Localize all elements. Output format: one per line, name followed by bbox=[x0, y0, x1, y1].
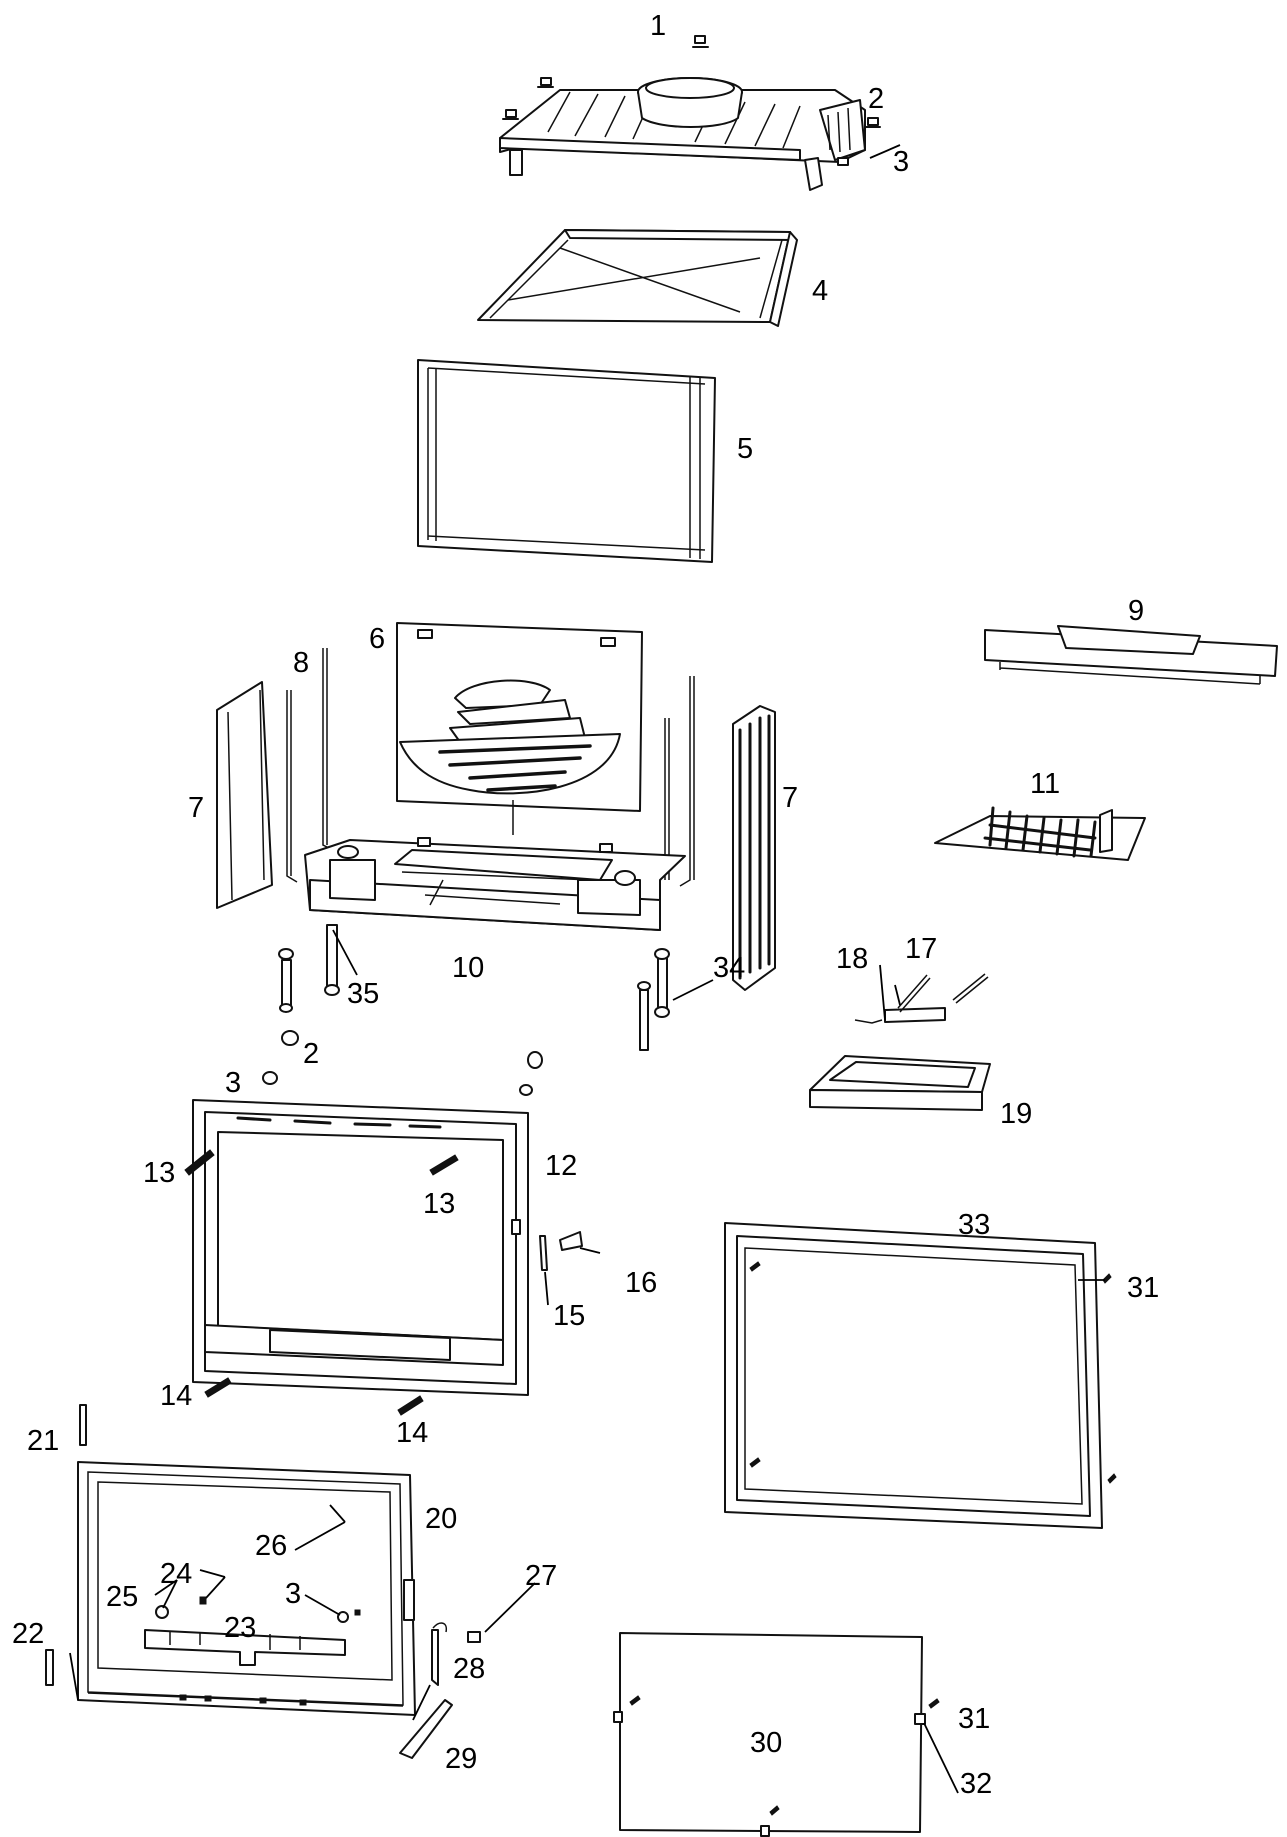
side-panel-left-part bbox=[216, 681, 273, 909]
callout-8: 8 bbox=[293, 647, 309, 679]
callout-2: 2 bbox=[868, 83, 884, 115]
firebox-base-part bbox=[304, 837, 686, 931]
support-rods-part bbox=[286, 648, 695, 887]
callout-32: 32 bbox=[960, 1768, 992, 1800]
callout-20: 20 bbox=[425, 1503, 457, 1535]
callout-11: 11 bbox=[1030, 768, 1060, 800]
callout-13-left: 13 bbox=[143, 1157, 175, 1189]
callout-19: 19 bbox=[1000, 1098, 1032, 1130]
callout-24: 24 bbox=[160, 1558, 192, 1590]
callout-3: 3 bbox=[893, 146, 909, 178]
callout-2-b: 2 bbox=[303, 1038, 319, 1070]
callout-13-center: 13 bbox=[423, 1188, 455, 1220]
door-part bbox=[45, 1404, 416, 1716]
callout-4: 4 bbox=[812, 275, 828, 307]
door-frame-part bbox=[192, 1030, 543, 1396]
latch-part bbox=[539, 1231, 583, 1271]
callout-7-left: 7 bbox=[188, 792, 204, 824]
callout-18: 18 bbox=[836, 943, 868, 975]
callout-30: 30 bbox=[750, 1727, 782, 1759]
top-casting-part bbox=[499, 35, 881, 191]
baffle-plate-part bbox=[477, 229, 798, 327]
callout-10: 10 bbox=[452, 952, 484, 984]
callout-27: 27 bbox=[525, 1560, 557, 1592]
outer-frame-part bbox=[724, 1222, 1117, 1529]
callout-3-c: 3 bbox=[285, 1578, 301, 1610]
callout-26: 26 bbox=[255, 1530, 287, 1562]
leader-lines bbox=[69, 144, 1105, 1794]
callout-15: 15 bbox=[553, 1300, 585, 1332]
callout-31-b: 31 bbox=[958, 1703, 990, 1735]
callout-14-left: 14 bbox=[160, 1380, 192, 1412]
callout-9: 9 bbox=[1128, 595, 1144, 627]
door-handle-part bbox=[399, 1622, 481, 1759]
deflector-bar-part bbox=[984, 625, 1278, 685]
bolt-assembly-right-part bbox=[637, 948, 670, 1051]
back-plate-part bbox=[396, 622, 643, 835]
callout-17: 17 bbox=[905, 933, 937, 965]
callout-35: 35 bbox=[347, 978, 379, 1010]
callout-28: 28 bbox=[453, 1653, 485, 1685]
callout-5: 5 bbox=[737, 433, 753, 465]
callout-14-right: 14 bbox=[396, 1417, 428, 1449]
grate-part bbox=[934, 806, 1146, 861]
bolt-assembly-left-part bbox=[278, 924, 340, 1013]
callout-31-a: 31 bbox=[1127, 1272, 1159, 1304]
door-screws-part bbox=[184, 1149, 459, 1416]
door-glass-part bbox=[613, 1632, 940, 1837]
callout-21: 21 bbox=[27, 1425, 59, 1457]
callout-12: 12 bbox=[545, 1150, 577, 1182]
callout-29: 29 bbox=[445, 1743, 477, 1775]
callout-22: 22 bbox=[12, 1618, 44, 1650]
glass-panel-part bbox=[417, 359, 716, 563]
callout-16: 16 bbox=[625, 1267, 657, 1299]
callout-25: 25 bbox=[106, 1581, 138, 1613]
callout-7-right: 7 bbox=[782, 782, 798, 814]
callout-6: 6 bbox=[369, 623, 385, 655]
callout-1: 1 bbox=[650, 10, 666, 42]
callout-34: 34 bbox=[713, 952, 745, 984]
ash-pan-assembly-part bbox=[809, 973, 991, 1111]
side-panel-right-part bbox=[732, 705, 776, 991]
callout-23: 23 bbox=[224, 1612, 256, 1644]
callout-33: 33 bbox=[958, 1209, 990, 1241]
callout-labels: 1 2 3 4 5 6 8 7 7 9 10 11 17 18 35 34 2 … bbox=[12, 10, 1159, 1800]
callout-3-b: 3 bbox=[225, 1067, 241, 1099]
